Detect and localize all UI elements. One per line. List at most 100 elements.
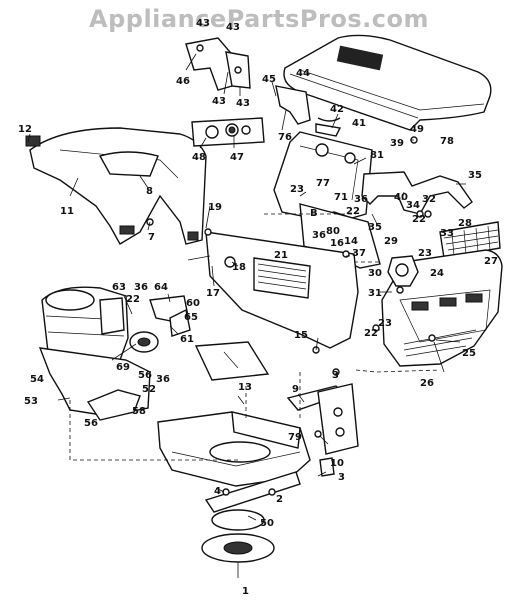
engine — [41, 286, 129, 365]
callout-40: 40 — [394, 192, 408, 203]
callout-77: 77 — [316, 178, 330, 189]
callout-35: 35 — [368, 222, 382, 233]
callout-13: 13 — [238, 382, 252, 393]
callout-23: 23 — [418, 248, 432, 259]
callout-27: 27 — [484, 256, 498, 267]
callout-56: 56 — [84, 418, 98, 429]
callout-22: 22 — [126, 294, 140, 305]
callout-43: 43 — [236, 98, 250, 109]
callout-17: 17 — [206, 288, 220, 299]
callout-19: 19 — [208, 202, 222, 213]
callout-42: 42 — [330, 104, 344, 115]
fender-plate — [25, 135, 41, 147]
engine-frame — [38, 347, 151, 421]
callout-35: 35 — [468, 170, 482, 181]
callout-22: 22 — [346, 206, 360, 217]
callout-45: 45 — [262, 74, 276, 85]
callout-47: 47 — [230, 152, 244, 163]
callout-9: 9 — [292, 384, 299, 395]
callout-16: 16 — [330, 238, 344, 249]
callout-B: B — [310, 208, 318, 219]
side-panel — [205, 231, 359, 349]
callout-56: 56 — [138, 370, 152, 381]
callout-48: 48 — [192, 152, 206, 163]
callout-30: 30 — [368, 268, 382, 279]
callout-80: 80 — [326, 226, 340, 237]
callout-2: 2 — [276, 494, 283, 505]
callout-46: 46 — [176, 76, 190, 87]
callout-52: 52 — [142, 384, 156, 395]
callout-12: 12 — [18, 124, 32, 135]
callout-26: 26 — [420, 378, 434, 389]
callout-31: 31 — [368, 288, 382, 299]
callout-63: 63 — [112, 282, 126, 293]
floor-pad — [194, 341, 270, 381]
callout-36: 36 — [354, 194, 368, 205]
callout-32: 32 — [422, 194, 436, 205]
callout-60: 60 — [186, 298, 200, 309]
callout-36: 36 — [156, 374, 170, 385]
callout-labels: 12 11 8 7 19 46 43 43 43 43 44 45 42 49 … — [18, 18, 498, 597]
callout-28: 28 — [458, 218, 472, 229]
hood-vent-grille — [336, 45, 384, 71]
callout-10: 10 — [330, 458, 344, 469]
callout-76: 76 — [278, 132, 292, 143]
hood-hinge-bracket — [185, 37, 251, 91]
callout-18: 18 — [232, 262, 246, 273]
stud-bolt — [319, 457, 335, 477]
callout-36: 36 — [134, 282, 148, 293]
callout-4: 4 — [214, 486, 221, 497]
hood — [283, 34, 492, 131]
callout-22: 22 — [412, 214, 426, 225]
callout-64: 64 — [154, 282, 168, 293]
callout-65: 65 — [184, 312, 198, 323]
callout-34: 34 — [406, 200, 420, 211]
callout-43: 43 — [226, 22, 240, 33]
callout-14: 14 — [344, 236, 358, 247]
callout-33: 33 — [440, 228, 454, 239]
leader-lines — [27, 53, 466, 521]
callout-41: 41 — [352, 118, 366, 129]
headlight-bracket — [387, 255, 419, 287]
callout-81: 81 — [370, 150, 384, 161]
callout-3: 3 — [332, 370, 339, 381]
console-bracket — [275, 85, 342, 137]
callout-23: 23 — [290, 184, 304, 195]
callout-24: 24 — [430, 268, 444, 279]
callout-69: 69 — [116, 362, 130, 373]
rear-fender — [29, 127, 207, 245]
callout-15: 15 — [294, 330, 308, 341]
callout-43: 43 — [212, 96, 226, 107]
callout-7: 7 — [148, 232, 155, 243]
callout-29: 29 — [384, 236, 398, 247]
control-plate — [191, 117, 265, 147]
callout-21: 21 — [274, 250, 288, 261]
callout-8: 8 — [146, 186, 153, 197]
clutch-assembly — [129, 295, 191, 353]
callout-49: 49 — [410, 124, 424, 135]
callout-78: 78 — [440, 136, 454, 147]
callout-25: 25 — [462, 348, 476, 359]
callout-50: 50 — [260, 518, 274, 529]
callout-22: 22 — [364, 328, 378, 339]
callout-79: 79 — [288, 432, 302, 443]
callout-23: 23 — [378, 318, 392, 329]
side-panel-louvers — [253, 257, 311, 299]
callout-1: 1 — [242, 586, 249, 597]
watermark: AppliancePartsPros.com — [89, 5, 429, 33]
callout-36: 36 — [312, 230, 326, 241]
callout-71: 71 — [334, 192, 348, 203]
callout-61: 61 — [180, 334, 194, 345]
callout-53: 53 — [24, 396, 38, 407]
front-grille-mesh — [439, 221, 501, 259]
steering-bracket — [286, 383, 359, 455]
callout-3: 3 — [338, 472, 345, 483]
drive-belt-pulley — [201, 471, 301, 578]
callout-44: 44 — [296, 68, 310, 79]
callout-39: 39 — [390, 138, 404, 149]
callout-43: 43 — [196, 18, 210, 29]
callout-58: 58 — [132, 406, 146, 417]
callout-11: 11 — [60, 206, 74, 217]
callout-37: 37 — [352, 248, 366, 259]
